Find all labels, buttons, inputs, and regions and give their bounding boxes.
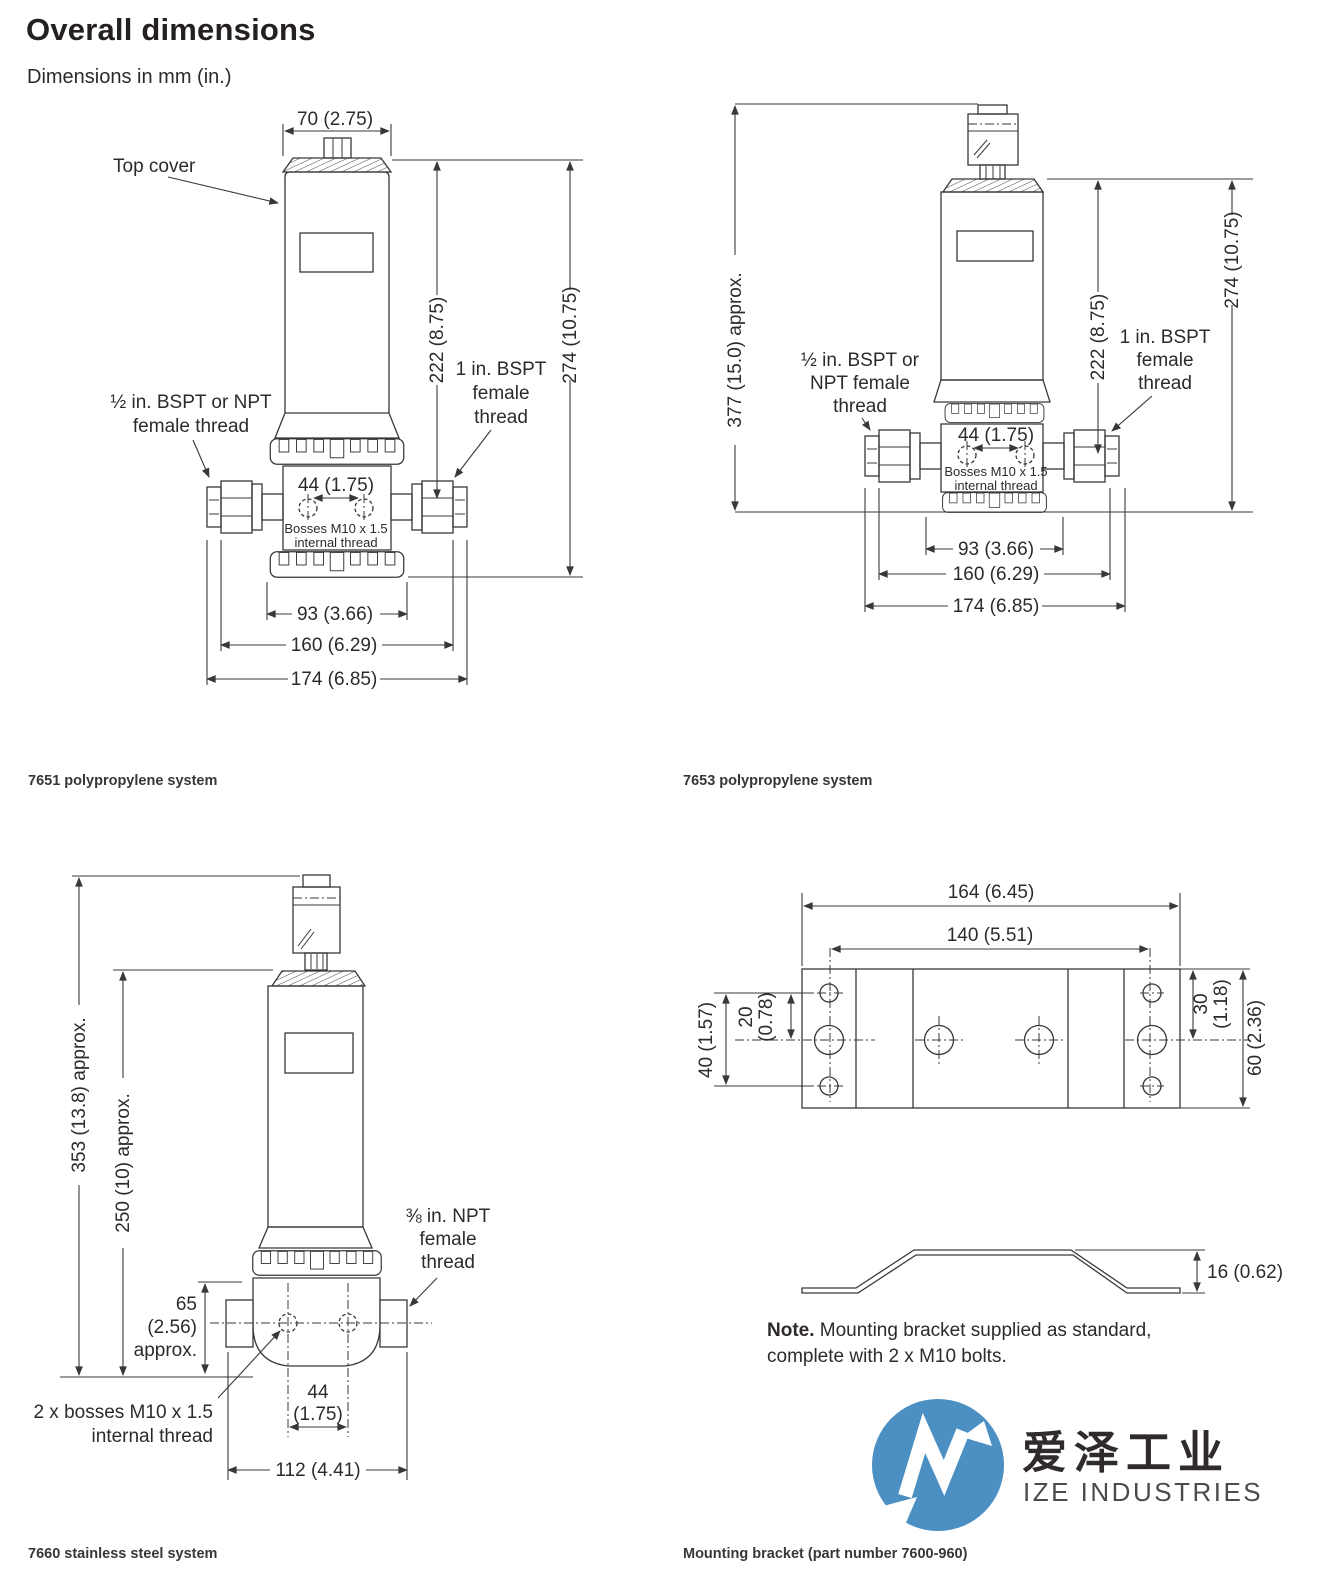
7653-dim-boss: 44 (1.75): [958, 425, 1034, 446]
7651-bottom-collar: [269, 551, 405, 578]
page-title: Overall dimensions: [26, 12, 316, 47]
7651-right-label-3: thread: [474, 407, 528, 428]
7660-top-cover: [270, 970, 367, 987]
7651-dim-w160: 160 (6.29): [291, 635, 378, 656]
ize-logo-mark: [872, 1399, 1004, 1532]
7653-top-cap: [977, 104, 1008, 115]
7651-dim-w93: 93 (3.66): [297, 604, 373, 625]
7653-dim-h222: 222 (8.75): [1088, 294, 1109, 381]
bracket-dim-164: 164 (6.45): [948, 882, 1035, 903]
7651-right-label-2: female: [472, 383, 529, 404]
7653-right-label-2: female: [1136, 350, 1193, 371]
7660-display-window: [284, 1032, 354, 1074]
7651-top-cover: [281, 157, 393, 173]
bracket-dim-20: 20: [736, 1006, 757, 1027]
7653-dim-w93: 93 (3.66): [958, 539, 1034, 560]
logo-chinese-text: 爱泽工业: [1022, 1426, 1231, 1479]
7653-left-label-3: thread: [833, 396, 887, 417]
7660-dim-port-2: (2.56): [147, 1317, 197, 1338]
caption-7660: 7660 stainless steel system: [28, 1546, 218, 1562]
7660-connector: [304, 952, 328, 971]
note-rest: Mounting bracket supplied as standard,: [814, 1320, 1152, 1341]
7653-boss-label-1: Bosses M10 x 1.5: [944, 464, 1047, 479]
7660-dim-port-3: approx.: [134, 1340, 197, 1361]
7651-boss-label-1: Bosses M10 x 1.5: [284, 521, 387, 536]
7651-dim-h274: 274 (10.75): [560, 286, 581, 383]
bracket-note: Note. Mounting bracket supplied as stand…: [767, 1318, 1237, 1370]
7651-left-port: [206, 480, 284, 534]
7651-body: [284, 171, 390, 413]
7653-top-cover: [941, 178, 1045, 193]
bracket-plate: [801, 968, 1181, 1109]
7651-right-label-1: 1 in. BSPT: [456, 359, 547, 380]
page-subtitle: Dimensions in mm (in.): [27, 66, 232, 88]
7653-upper-cylinder: [967, 113, 1019, 166]
7651-boss-label-2: internal thread: [294, 535, 377, 550]
7653-body: [940, 191, 1044, 381]
7660-dim-upper: 250 (10) approx.: [113, 1093, 134, 1232]
7653-display-window: [956, 230, 1034, 262]
bracket-dim-16: 16 (0.62): [1207, 1262, 1283, 1283]
bracket-dim-30: 30: [1191, 993, 1212, 1014]
7651-left-label-2: female thread: [133, 416, 249, 437]
note-line2: complete with 2 x M10 bolts.: [767, 1346, 1007, 1367]
7660-dim-boss-2: (1.75): [293, 1404, 343, 1425]
logo-latin-text: IZE INDUSTRIES: [1023, 1477, 1264, 1507]
bracket-dim-140: 140 (5.51): [947, 925, 1034, 946]
7653-upper-collar: [944, 403, 1045, 423]
bracket-dim-60: 60 (2.36): [1245, 1000, 1266, 1076]
bracket-dim-30b: (1.18): [1211, 979, 1232, 1029]
7653-boss-label-2: internal thread: [954, 478, 1037, 493]
7660-dim-boss-1: 44: [307, 1382, 329, 1403]
7651-left-label-1: ½ in. BSPT or NPT: [110, 392, 272, 413]
note-bold: Note.: [767, 1320, 815, 1341]
7653-bottom-collar: [941, 492, 1048, 513]
drawing-7651: 70 (2.75) 222 (8.75) 274 (10.75) 44 (1.7…: [110, 109, 583, 690]
drawing-7660: 353 (13.8) approx. 250 (10) approx. 65 (…: [33, 874, 491, 1481]
7653-left-port: [864, 429, 942, 483]
caption-7653: 7653 polypropylene system: [683, 773, 873, 789]
7660-collar: [252, 1250, 382, 1276]
bracket-dim-20b: (0.78): [756, 992, 777, 1042]
7651-display-window: [299, 232, 374, 273]
drawing-bracket: 164 (6.45) 140 (5.51) 40 (1.57) 20 (0.78…: [696, 882, 1283, 1294]
bracket-profile: [801, 1249, 1181, 1294]
caption-bracket: Mounting bracket (part number 7600-960): [683, 1546, 968, 1562]
7651-dim-width: 70 (2.75): [297, 109, 373, 130]
drawing-7653: 377 (15.0) approx. 222 (8.75) 274 (10.75…: [725, 103, 1253, 617]
7660-lower-cup: [252, 1277, 381, 1367]
7653-left-label-1: ½ in. BSPT or: [801, 350, 920, 371]
7660-top-cap: [302, 874, 331, 888]
bracket-dim-40: 40 (1.57): [696, 1002, 717, 1078]
7653-right-label-3: thread: [1138, 373, 1192, 394]
7653-dim-total: 377 (15.0) approx.: [725, 272, 746, 427]
caption-7651: 7651 polypropylene system: [28, 773, 218, 789]
7651-top-connector: [323, 137, 352, 159]
7653-dim-h274: 274 (10.75): [1222, 211, 1243, 308]
7660-boss-label-1: 2 x bosses M10 x 1.5: [33, 1402, 213, 1423]
7660-right-label-2: female: [419, 1229, 476, 1250]
7653-right-label-1: 1 in. BSPT: [1120, 327, 1211, 348]
7651-dim-w174: 174 (6.85): [291, 669, 378, 690]
7653-left-label-2: NPT female: [810, 373, 910, 394]
7660-body: [267, 985, 364, 1228]
7651-upper-collar: [269, 438, 405, 465]
7660-boss-label-2: internal thread: [92, 1426, 213, 1447]
7660-right-label-1: ⅜ in. NPT: [406, 1206, 491, 1227]
7651-dim-boss: 44 (1.75): [298, 475, 374, 496]
7651-right-port: [390, 480, 468, 534]
7660-dim-width: 112 (4.41): [275, 1460, 360, 1481]
7660-right-label-3: thread: [421, 1252, 475, 1273]
7651-dim-h222: 222 (8.75): [427, 297, 448, 384]
7660-dim-port-1: 65: [176, 1294, 197, 1315]
7651-top-cover-label: Top cover: [113, 156, 196, 177]
7653-dim-w160: 160 (6.29): [953, 564, 1040, 585]
7653-dim-w174: 174 (6.85): [953, 596, 1040, 617]
7653-right-port: [1042, 429, 1120, 483]
7660-dim-total: 353 (13.8) approx.: [69, 1017, 90, 1172]
